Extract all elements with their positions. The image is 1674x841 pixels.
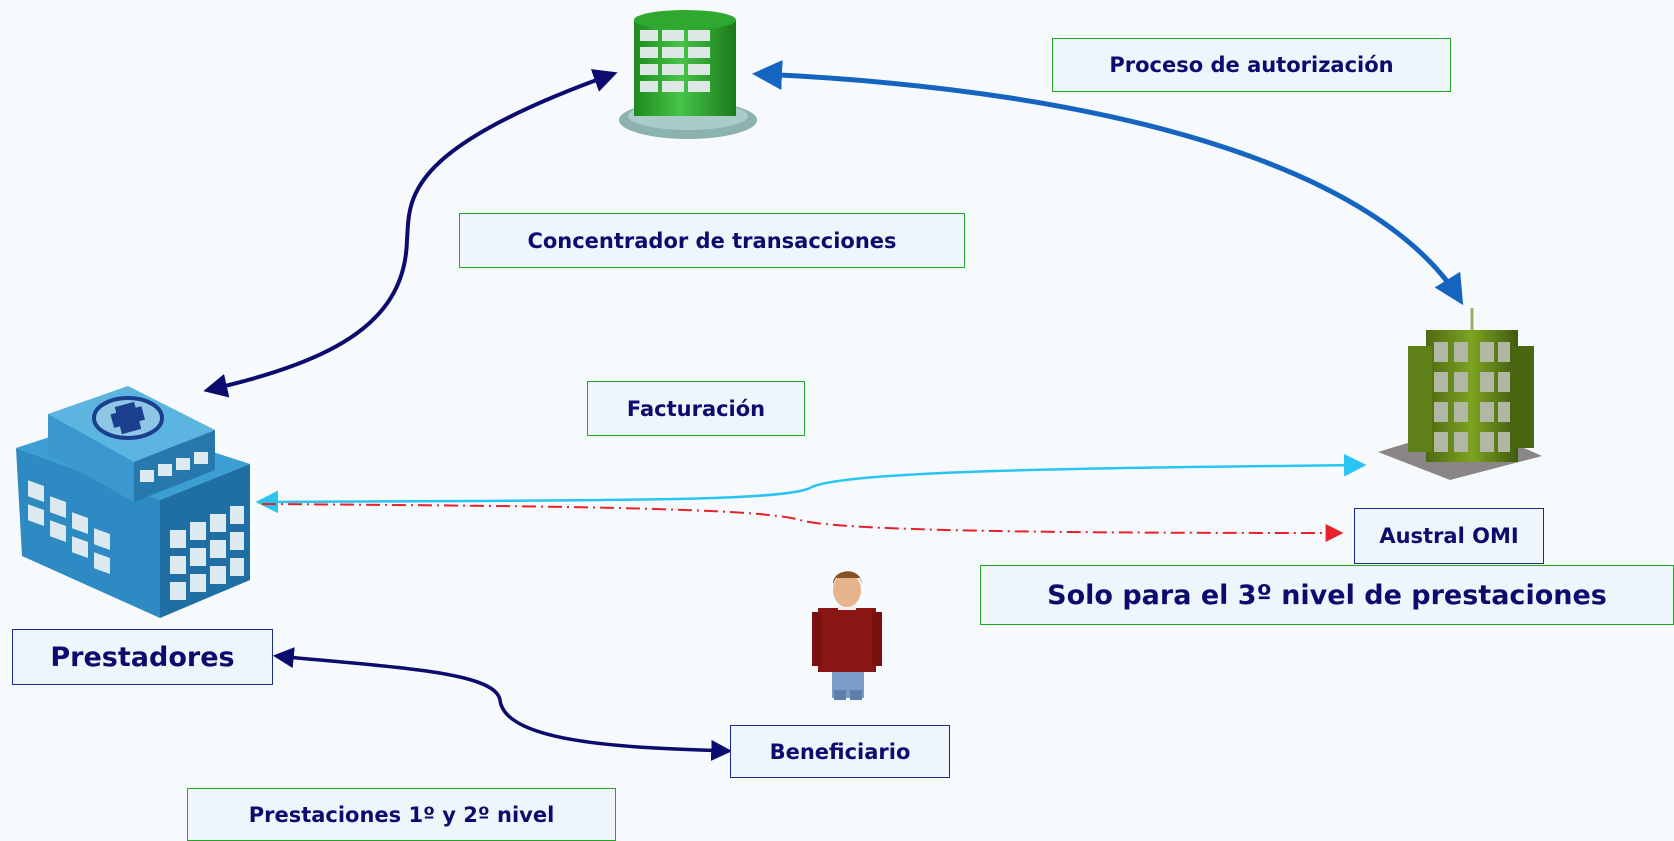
office-building-icon [1378,308,1542,480]
arrow-prestadores-beneficiario [272,647,733,761]
data-center-tower-icon [619,10,757,139]
label-facturacion: Facturación [587,381,805,436]
label-beneficiario: Beneficiario [730,725,950,778]
label-solo-tercer-nivel: Solo para el 3º nivel de prestaciones [980,565,1674,625]
arrow-austral-omi [261,503,1344,542]
label-austral-omi: Austral OMI [1354,508,1544,564]
arrow-concentrador-prestadores [203,69,618,398]
label-prestadores: Prestadores [12,629,273,685]
arrow-proceso-autorizacion [752,60,1464,306]
label-concentrador-transacciones: Concentrador de transacciones [459,213,965,268]
arrow-facturacion [255,453,1367,514]
label-proceso-autorizacion: Proceso de autorización [1052,38,1451,92]
person-icon [812,571,882,700]
label-prestaciones-nivel: Prestaciones 1º y 2º nivel [187,788,616,841]
hospital-building-icon [16,386,250,618]
